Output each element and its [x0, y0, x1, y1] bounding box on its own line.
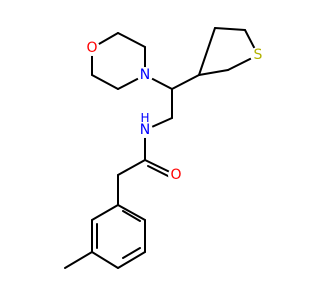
bond-arom-db-2 — [122, 247, 141, 259]
bond-lines — [64, 27, 259, 269]
atom-O-carbonyl: O — [168, 167, 184, 183]
bond-CH-to-thiophene — [171, 74, 200, 90]
bond-methyl — [64, 251, 93, 269]
chemical-structure-diagram: O N S H N O — [64, 27, 266, 269]
bond-arom-6 — [91, 204, 119, 221]
atom-labels: O N S H N O — [84, 40, 266, 183]
atom-S-thiophene: S — [250, 47, 266, 63]
bond-morph-top — [117, 32, 146, 48]
bond-thio-C3-C2 — [198, 69, 229, 76]
bond-morph-left-bottom — [91, 74, 119, 90]
atom-label-N-amide: N — [140, 122, 150, 138]
bond-carbonylC-to-O-2 — [147, 165, 173, 179]
bond-arom-db-1 — [122, 210, 141, 222]
bond-arom-3 — [117, 251, 146, 269]
atom-N-morpholine: N — [137, 67, 153, 83]
atom-label-O-morpholine: O — [86, 40, 97, 56]
bond-carbonylC-to-CH2b — [117, 159, 146, 176]
bond-thio-C4-C3 — [198, 27, 216, 76]
atom-label-S-thiophene: S — [254, 47, 263, 63]
atom-label-O-carbonyl: O — [170, 167, 181, 183]
atom-label-N-morpholine: N — [140, 67, 150, 83]
bond-arom-4 — [91, 251, 119, 269]
atom-label-H-amide: H — [140, 111, 149, 125]
bond-thio-C5-C4 — [214, 27, 246, 31]
bond-arom-1 — [117, 204, 146, 221]
atom-NH-amide: H N — [137, 111, 153, 138]
atom-O-morpholine: O — [84, 40, 100, 56]
